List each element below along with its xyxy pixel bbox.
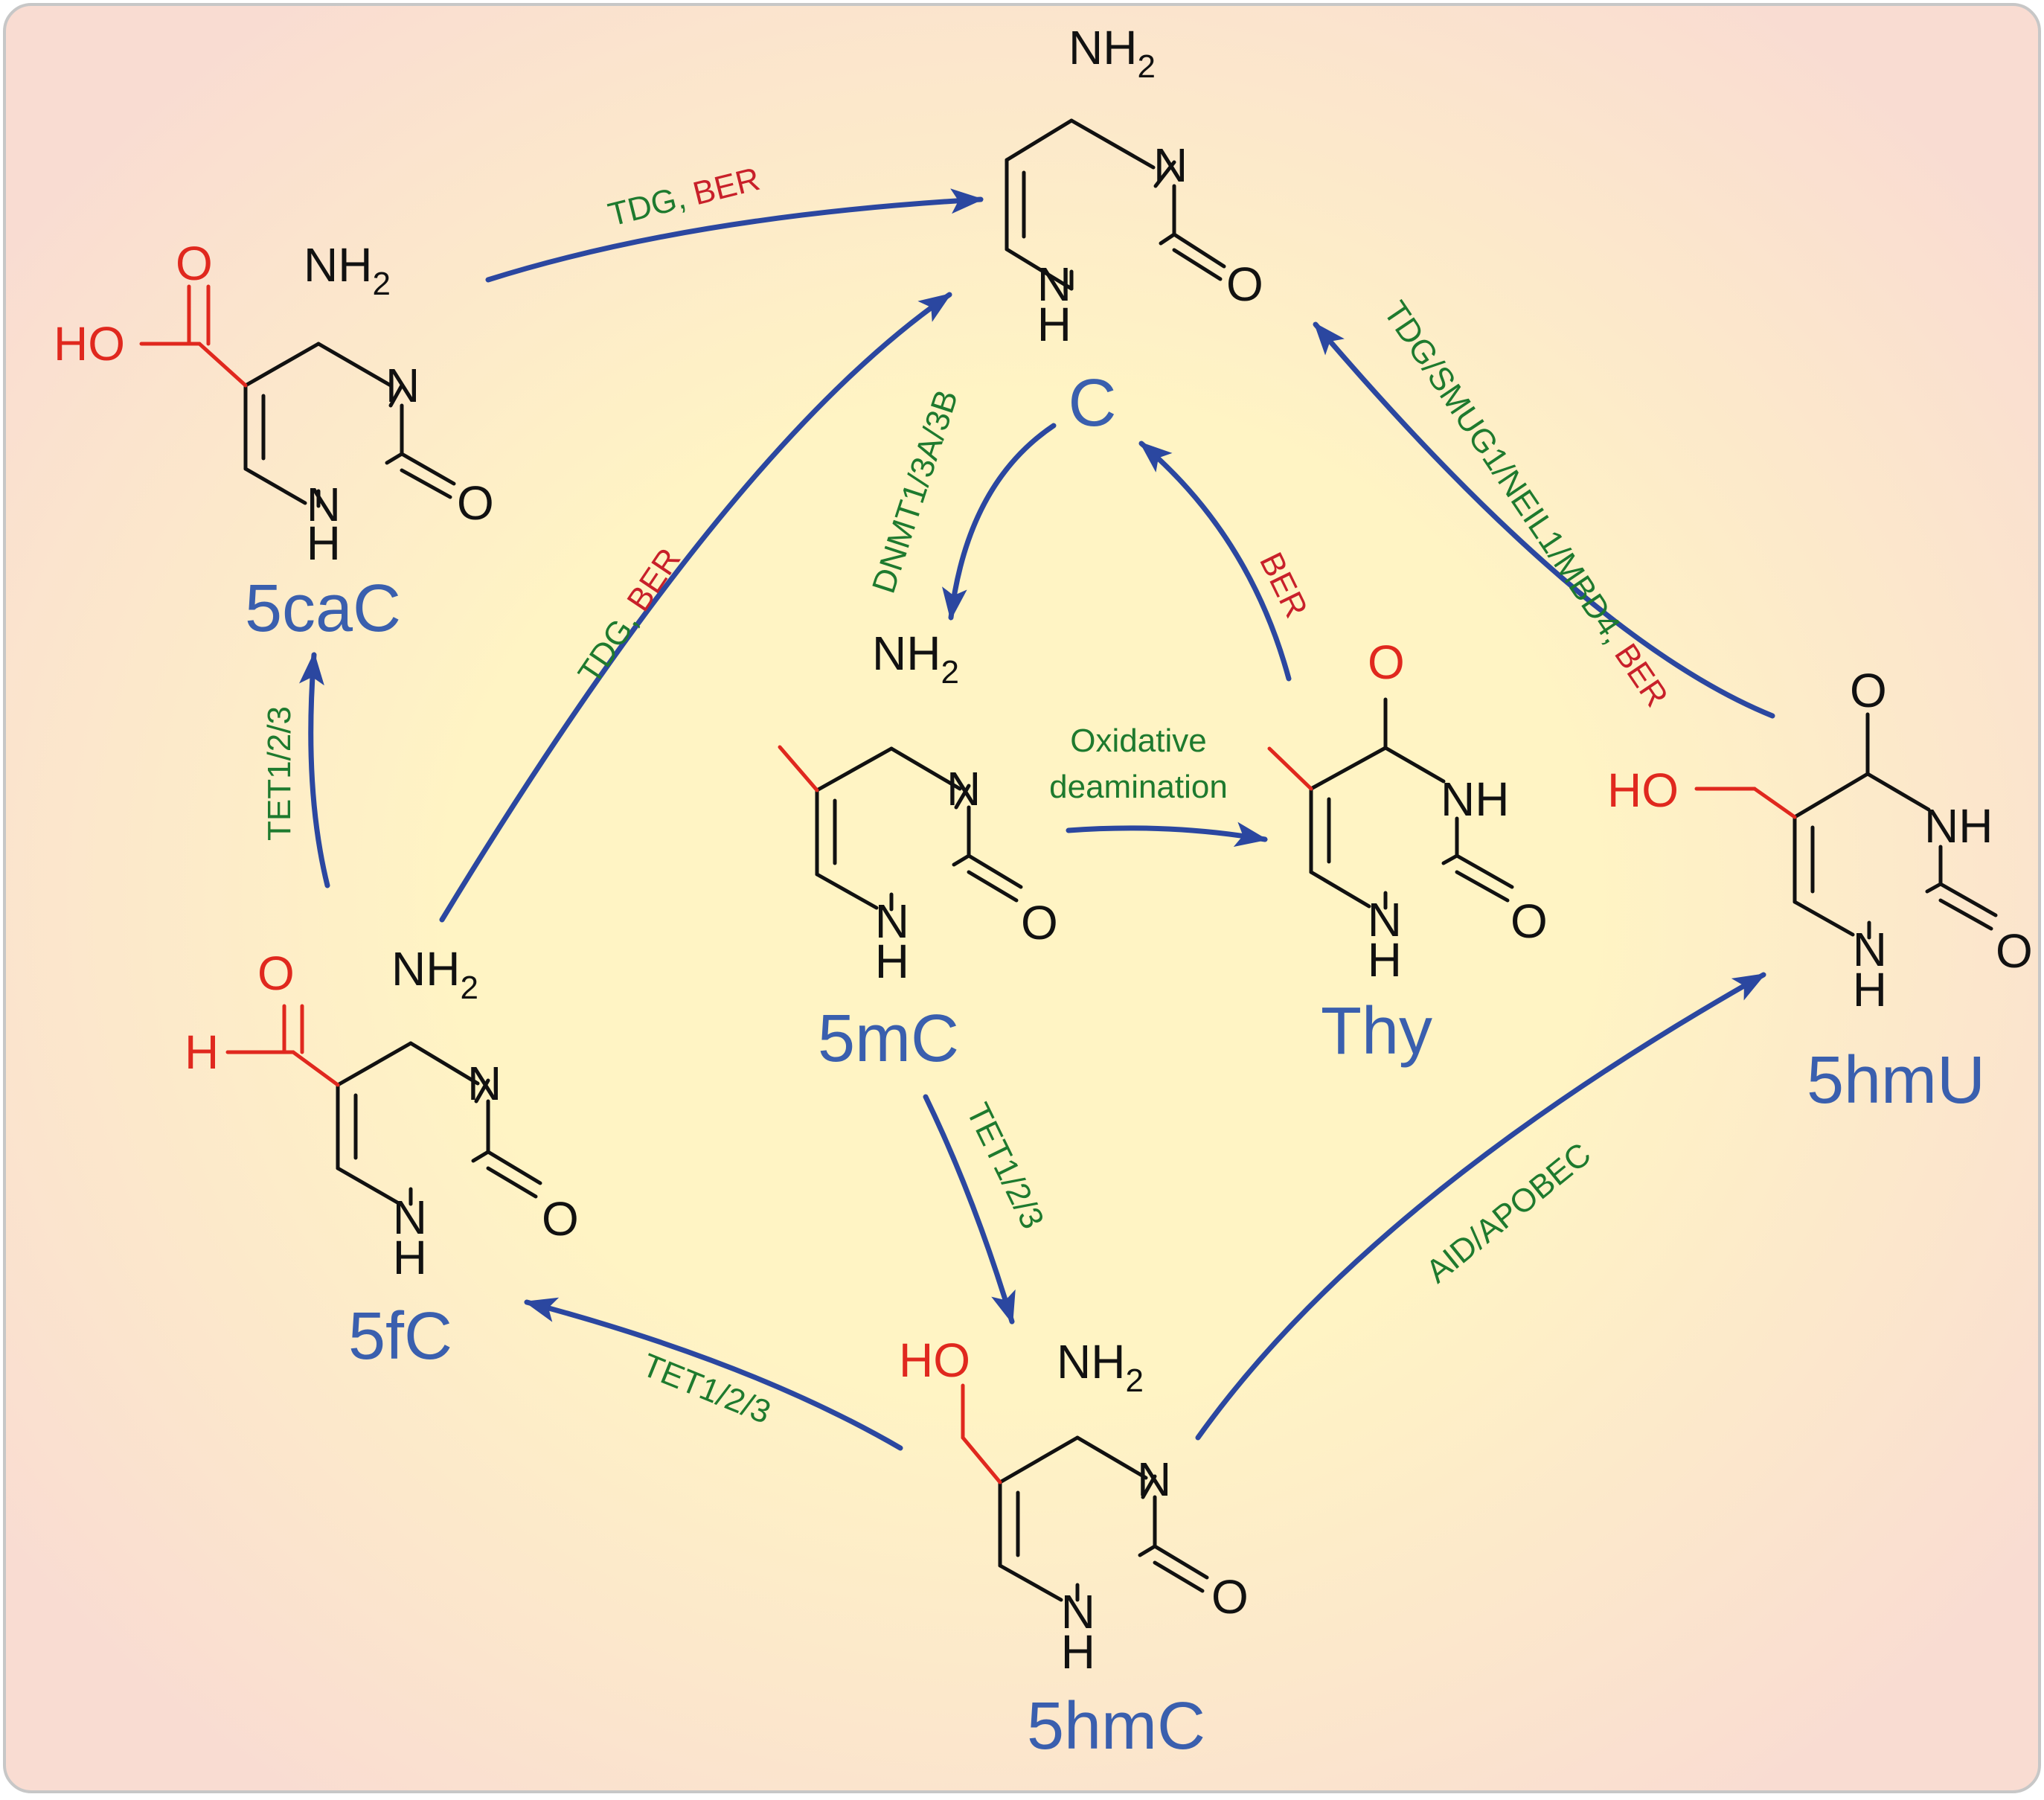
5fc-n1-label: N [393, 1191, 427, 1244]
5hmu-structure: O NH O N H HO [1607, 664, 2033, 1016]
arrow-5hmc-to-5fc [524, 1297, 903, 1451]
c-carbonyl-label: O [1226, 257, 1263, 311]
5hmc-h1-label: H [1061, 1625, 1095, 1679]
5fc-formyl-h-label: H [185, 1025, 219, 1079]
enzyme-label-oxidative-line1: Oxidative [1070, 723, 1206, 759]
arrow-c-to-5mc [941, 423, 1057, 621]
label-5cac: 5caC [245, 571, 401, 646]
5hmc-amino-label: NH2 [1057, 1335, 1144, 1399]
5mc-n3-label: N [946, 762, 981, 816]
5fc-structure: NH2 N O N H O H [185, 942, 579, 1284]
5hmu-h1-label: H [1853, 963, 1887, 1016]
5mc-n1-label: N [875, 894, 909, 948]
5cac-h1-label: H [307, 516, 341, 570]
thy-h1-label: H [1368, 933, 1402, 987]
cytosine-structure: NH2 N O N H [1005, 21, 1263, 351]
label-5fc: 5fC [348, 1299, 452, 1374]
label-5mc: 5mC [818, 1002, 959, 1076]
5hmc-n3-label: N [1137, 1453, 1171, 1506]
arrow-5mc-to-thy [1066, 821, 1268, 848]
5fc-carbonyl-label: O [542, 1192, 579, 1246]
5fc-amino-label: NH2 [391, 942, 478, 1006]
c-n3-label: N [1153, 138, 1188, 192]
thy-carbonyl4-label: O [1368, 635, 1405, 689]
c-n1-label: N [1037, 257, 1071, 311]
thymine-structure: O NH O N H [1267, 635, 1548, 987]
arrow-5hmc-to-5hmu [1195, 972, 1766, 1441]
enzyme-label-oxidative-line2: deamination [1049, 769, 1228, 805]
thy-carbonyl2-label: O [1510, 894, 1548, 948]
5cac-structure: NH2 N O N H O HO [54, 237, 494, 570]
background-panel [3, 3, 2041, 1793]
5hmu-n3h-label: NH [1924, 799, 1993, 853]
label-c: C [1069, 366, 1117, 441]
arrow-thy-to-c [1138, 441, 1292, 682]
5fc-n3-label: N [467, 1057, 502, 1110]
label-thy: Thy [1321, 994, 1432, 1069]
5cac-amino-label: NH2 [304, 238, 391, 302]
5mc-amino-label: NH2 [872, 627, 959, 691]
5hmc-structure: NH2 N O N H HO [899, 1333, 1249, 1679]
arrow-5fc-to-5cac [298, 652, 330, 888]
5hmu-carbonyl2-label: O [1996, 924, 2033, 978]
5cac-n3-label: N [385, 359, 420, 412]
thy-n3h-label: NH [1441, 772, 1509, 826]
arrow-5cac-to-c [485, 188, 984, 283]
5mc-structure: NH2 N O N H [778, 627, 1058, 988]
c-amino-label: NH2 [1069, 21, 1156, 85]
label-5hmu: 5hmU [1807, 1043, 1985, 1118]
5hmc-n1-label: N [1061, 1585, 1095, 1639]
5hmu-hydroxymethyl-label: HO [1607, 763, 1679, 817]
5mc-h1-label: H [875, 935, 909, 988]
arrow-5hmu-to-c [1313, 321, 1775, 719]
5fc-h1-label: H [393, 1231, 427, 1284]
c-h1-label: H [1037, 298, 1071, 351]
5cac-n1-label: N [307, 478, 341, 531]
label-5hmc: 5hmC [1027, 1689, 1205, 1764]
5fc-formyl-o-label: O [257, 947, 295, 1000]
5cac-carboxyl-o-label: O [176, 237, 213, 290]
arrow-5mc-to-5hmc [923, 1094, 1016, 1325]
thy-n1-label: N [1368, 893, 1402, 947]
5hmc-hydroxymethyl-label: HO [899, 1333, 970, 1387]
5cac-carboxyl-oh-label: HO [54, 317, 125, 371]
5cac-carbonyl-label: O [457, 476, 494, 530]
5hmc-carbonyl-label: O [1211, 1570, 1249, 1624]
5hmu-carbonyl4-label: O [1850, 664, 1887, 717]
5hmu-n1-label: N [1853, 923, 1887, 976]
5mc-carbonyl-label: O [1021, 896, 1058, 949]
enzyme-label-tet-left: TET1/2/3 [261, 706, 298, 841]
arrow-5fc-to-c [439, 292, 952, 923]
